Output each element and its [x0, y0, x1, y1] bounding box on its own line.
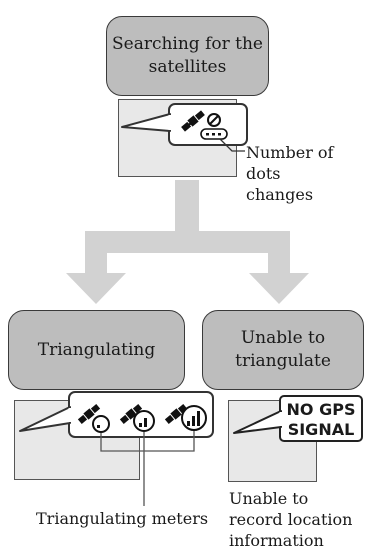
- no-gps-signal-indicator: NO GPS SIGNAL: [279, 395, 363, 442]
- satellite-signal-3-icon: [164, 403, 207, 431]
- note-triangulating-meters: Triangulating meters: [36, 509, 209, 528]
- state-triangulating: Triangulating: [8, 310, 185, 390]
- note-dots-changes: Number of dots changes: [246, 143, 334, 204]
- satellite-searching-icon: [181, 110, 228, 140]
- state-triangulating-label: Triangulating: [37, 339, 156, 360]
- callout-tail-searching: [121, 113, 172, 132]
- satellite-signal-1-icon: [77, 403, 110, 433]
- state-searching-label: Searching for the satellites: [111, 34, 263, 77]
- state-searching: Searching for the satellites: [106, 16, 269, 96]
- callout-tail-triangulating: [19, 406, 72, 432]
- note-unable-record: Unable to record location information: [229, 489, 353, 550]
- state-unable-label: Unable to triangulate: [235, 328, 331, 371]
- satellite-signal-2-icon: [119, 403, 155, 432]
- callout-tail-unable: [233, 410, 283, 434]
- dots-leader-line: [219, 138, 245, 152]
- meters-bracket: [100, 431, 195, 506]
- state-unable: Unable to triangulate: [202, 310, 364, 390]
